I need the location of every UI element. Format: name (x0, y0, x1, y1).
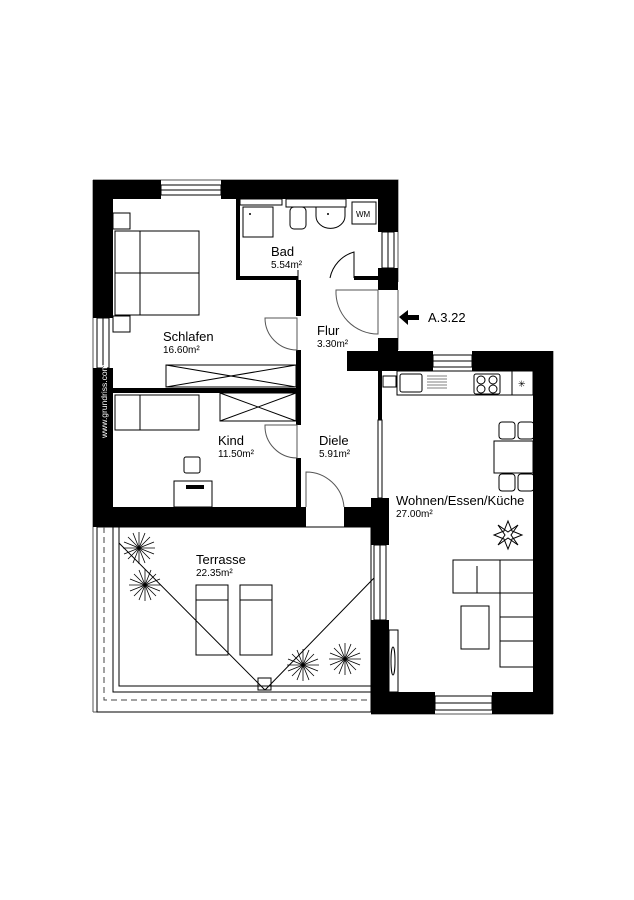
kids-room-furniture (114, 392, 297, 508)
desk (173, 480, 213, 508)
sink (399, 373, 423, 393)
svg-text:✳: ✳ (518, 379, 526, 389)
entry-label: A.3.22 (428, 310, 466, 325)
room-name-terrasse: Terrasse (196, 552, 246, 567)
room-name-wohnen: Wohnen/Essen/Küche (396, 493, 524, 508)
room-area-diele: 5.91m² (319, 449, 351, 460)
tv-unit (388, 629, 399, 693)
room-name-flur: Flur (317, 323, 340, 338)
room-area-kind: 11.50m² (218, 449, 255, 460)
coffee-table (460, 605, 490, 650)
room-area-wohnen: 27.00m² (396, 509, 433, 520)
toilet (289, 206, 307, 230)
room-name-kind: Kind (218, 433, 244, 448)
wardrobe (219, 392, 297, 422)
terrace (96, 526, 375, 713)
room-name-schlafen: Schlafen (163, 329, 214, 344)
sink (315, 206, 346, 229)
room-area-flur: 3.30m² (317, 339, 349, 350)
doors (264, 251, 379, 508)
room-area-schlafen: 16.60m² (163, 345, 200, 356)
watermark-text: www.grundriss.com (99, 364, 109, 439)
plant-icon (123, 532, 361, 681)
kitchen-counter: ✳ (382, 370, 534, 396)
bedroom-furniture (112, 212, 297, 388)
chair (183, 456, 201, 474)
sun-lounger (239, 584, 273, 656)
sofa (452, 559, 536, 668)
wardrobe (165, 364, 297, 388)
entry-marker: A.3.22 (399, 310, 466, 325)
room-area-terrasse: 22.35m² (196, 568, 233, 579)
washing-machine (351, 201, 377, 225)
bathroom-fixtures: WM (239, 198, 377, 238)
room-labels: Schlafen 16.60m² Bad 5.54m² Flur 3.30m² … (163, 244, 524, 579)
watermark: www.grundriss.com (93, 364, 113, 452)
washing-machine-label: WM (356, 210, 371, 219)
sun-lounger (195, 584, 229, 656)
room-area-bad: 5.54m² (271, 260, 303, 271)
room-name-bad: Bad (271, 244, 294, 259)
dining-table (493, 421, 535, 492)
single-bed (114, 394, 200, 431)
stove (473, 373, 501, 395)
shower-tray (242, 206, 274, 238)
arrow-left-icon (399, 310, 419, 325)
room-name-diele: Diele (319, 433, 349, 448)
plant-icon (492, 519, 524, 551)
